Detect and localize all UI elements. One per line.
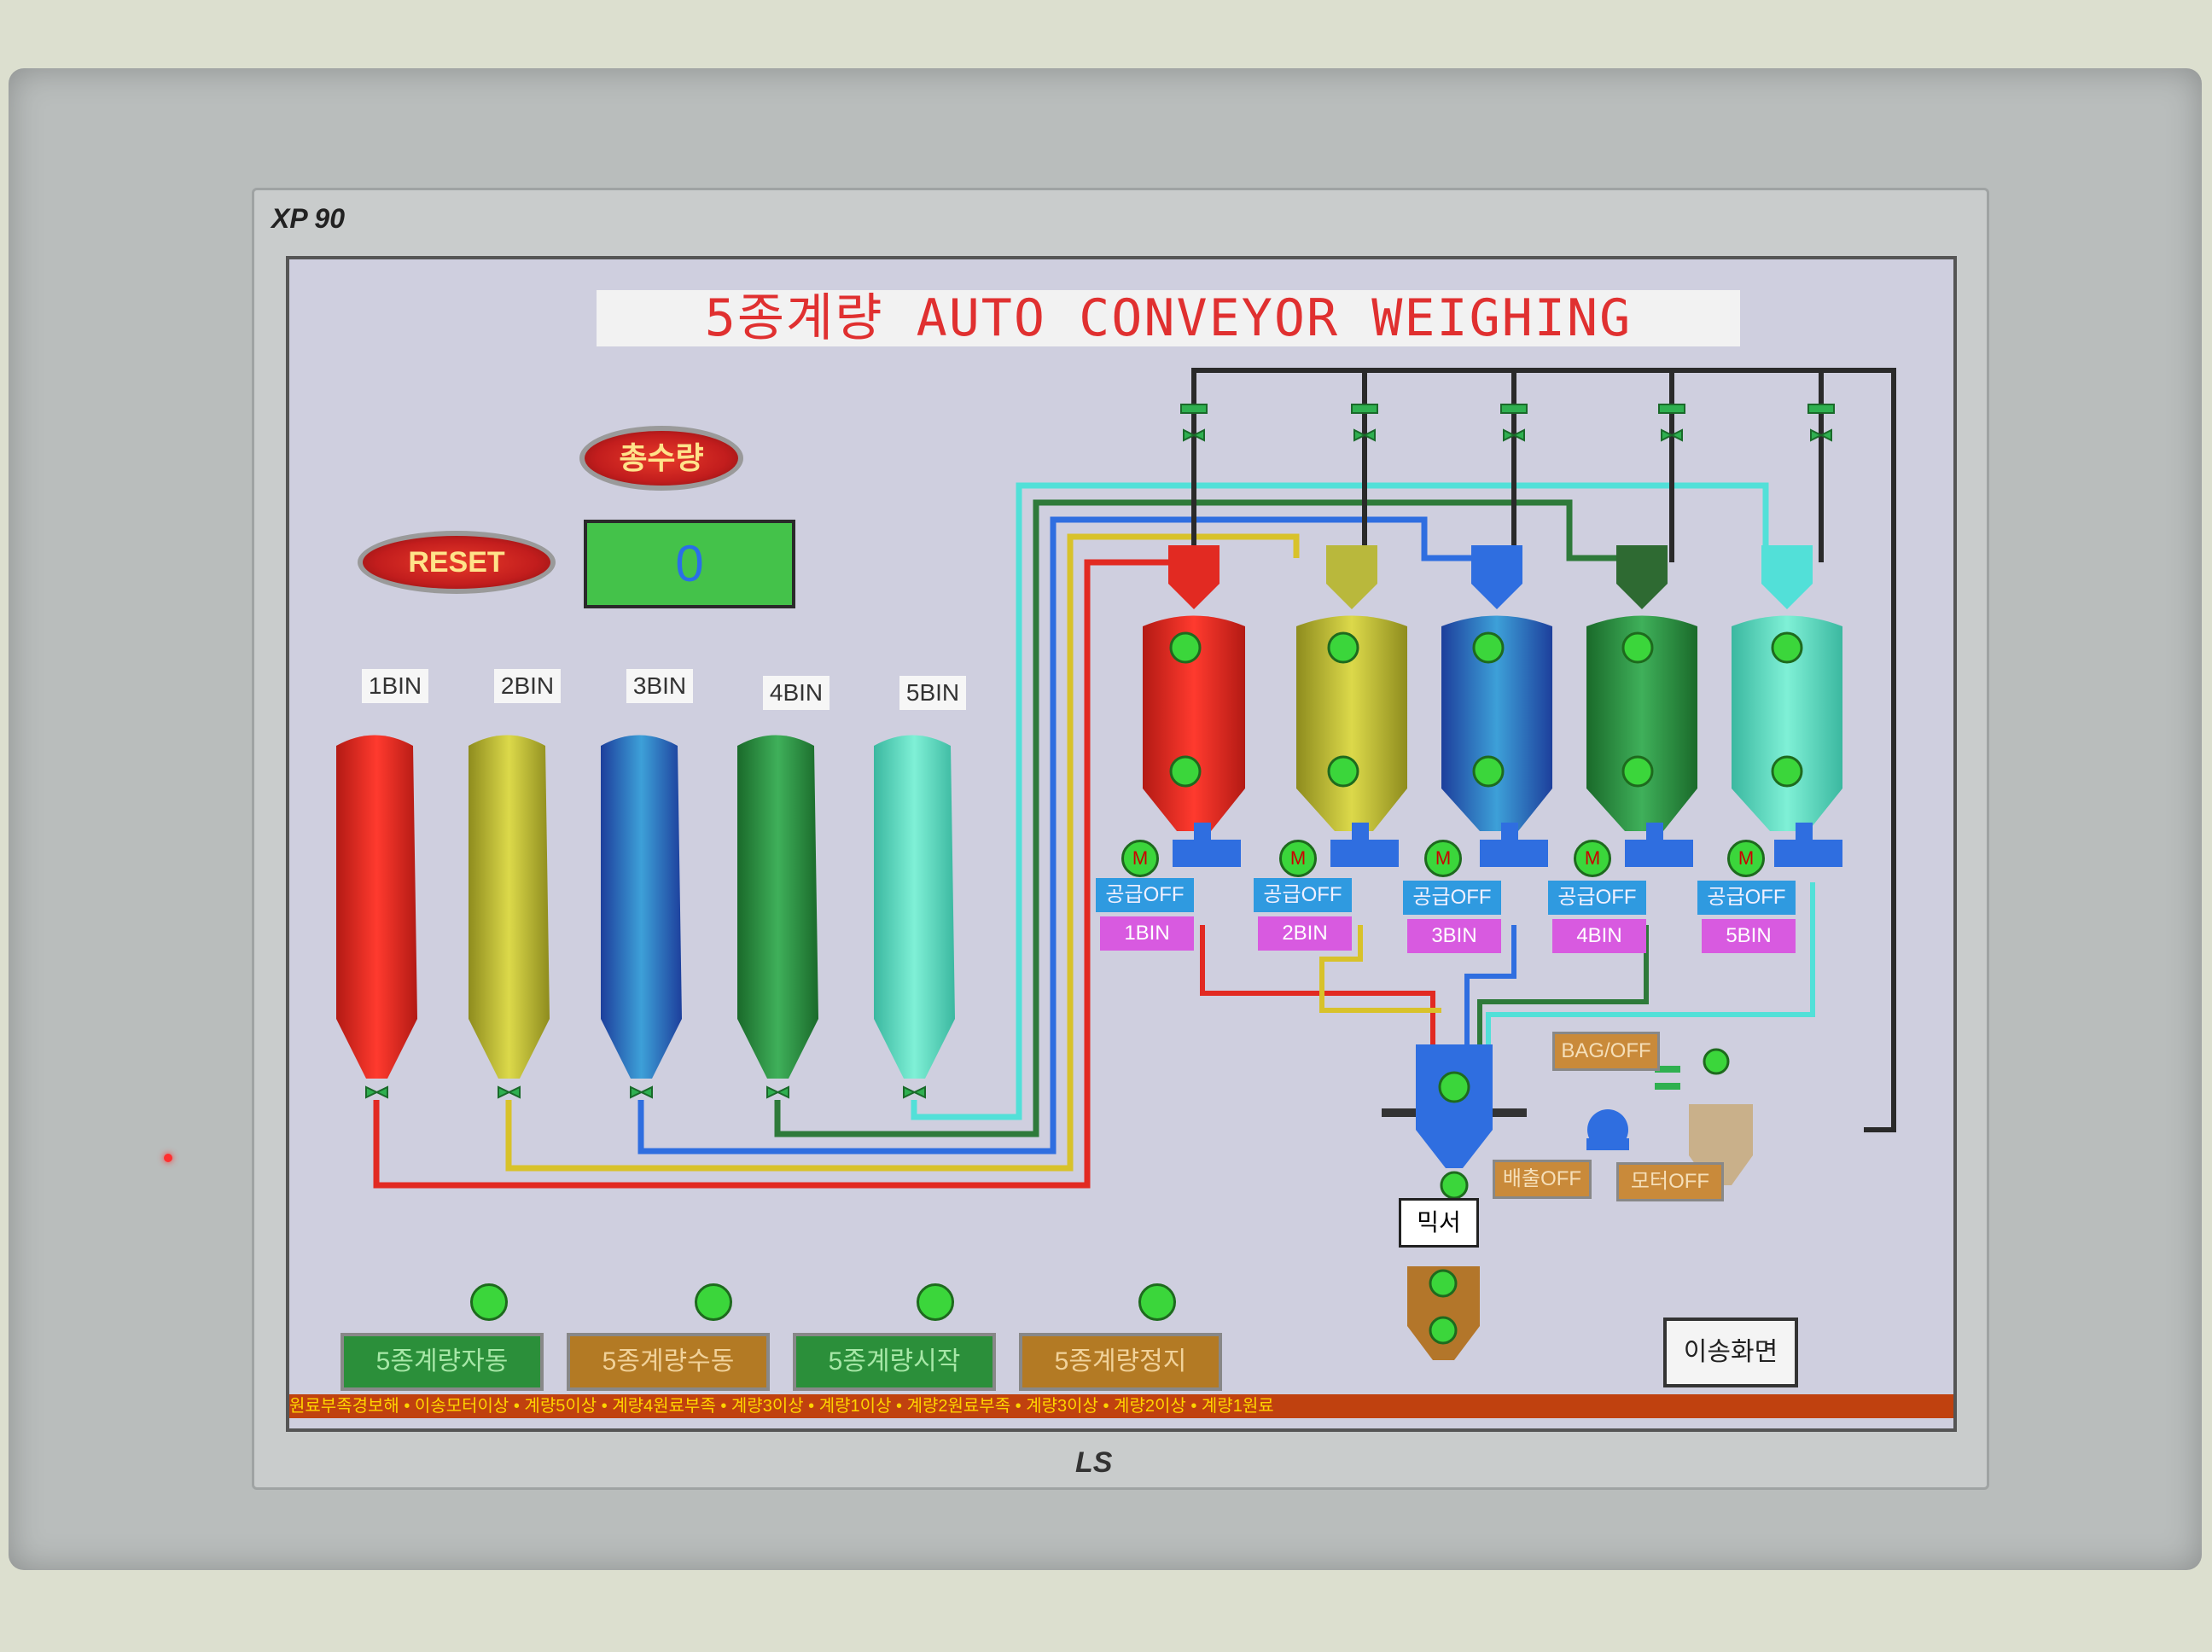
reset-button[interactable]: RESET (358, 531, 556, 594)
hopper-4 (1586, 545, 1697, 831)
motor-4-icon: M (1574, 840, 1611, 877)
supply-5-button[interactable]: 공급OFF (1697, 881, 1796, 915)
manual-status-lamp (695, 1283, 732, 1321)
motor-5-icon: M (1727, 840, 1765, 877)
bin2-label: 2BIN (494, 669, 561, 703)
hopper-5 (1732, 545, 1842, 831)
hmi-screen: 5종계량 AUTO CONVEYOR WEIGHING 총수량 RESET 0 … (286, 256, 1957, 1432)
bin5-label: 5BIN (899, 676, 966, 710)
supply-1-button[interactable]: 공급OFF (1096, 878, 1194, 912)
auto-weighing-button[interactable]: 5종계량자동 (341, 1333, 544, 1391)
supply-4-button[interactable]: 공급OFF (1548, 881, 1646, 915)
bin4-label: 4BIN (763, 676, 830, 710)
bin1-label: 1BIN (362, 669, 428, 703)
maker-logo: LS (1075, 1446, 1113, 1479)
silo-1 (336, 735, 417, 1079)
bin3-label: 3BIN (626, 669, 693, 703)
total-counter: 0 (584, 520, 795, 608)
stop-weighing-button[interactable]: 5종계량정지 (1019, 1333, 1222, 1391)
power-led (164, 1154, 172, 1162)
process-diagram (336, 368, 1896, 1360)
hopper-3 (1441, 545, 1552, 831)
start-status-lamp (917, 1283, 954, 1321)
hopper-2-bin-tag: 2BIN (1258, 916, 1352, 951)
move-screen-button[interactable]: 이송화면 (1663, 1318, 1798, 1387)
mixer-label: 믹서 (1399, 1198, 1479, 1248)
hopper-1-bin-tag: 1BIN (1100, 916, 1194, 951)
bag-off-button[interactable]: BAG/OFF (1552, 1032, 1660, 1071)
silo-2 (469, 735, 550, 1079)
silo-3 (601, 735, 682, 1079)
silo-4 (737, 735, 818, 1079)
stop-status-lamp (1138, 1283, 1176, 1321)
motor-2-icon: M (1279, 840, 1317, 877)
hopper-2 (1296, 545, 1407, 831)
supply-2-button[interactable]: 공급OFF (1254, 878, 1352, 912)
hopper-3-bin-tag: 3BIN (1407, 919, 1501, 953)
supply-3-button[interactable]: 공급OFF (1403, 881, 1501, 915)
hopper-5-bin-tag: 5BIN (1702, 919, 1796, 953)
auto-status-lamp (470, 1283, 508, 1321)
hopper-1 (1143, 545, 1245, 831)
blower-off-button[interactable]: 모터OFF (1616, 1162, 1724, 1201)
hopper-4-bin-tag: 4BIN (1552, 919, 1646, 953)
motor-3-icon: M (1424, 840, 1462, 877)
model-label: XP 90 (271, 203, 345, 234)
discharge-off-button[interactable]: 배출OFF (1493, 1160, 1592, 1199)
motor-1-icon: M (1121, 840, 1159, 877)
collection-hopper (1382, 1044, 1527, 1200)
total-quantity-button[interactable]: 총수량 (579, 426, 743, 491)
manual-weighing-button[interactable]: 5종계량수동 (567, 1333, 770, 1391)
alarm-ticker: 원료부족경보해 • 이송모터이상 • 계량5이상 • 계량4원료부족 • 계량3… (289, 1394, 1953, 1418)
mixer (1407, 1266, 1480, 1360)
start-weighing-button[interactable]: 5종계량시작 (793, 1333, 996, 1391)
blower (1586, 1109, 1629, 1150)
silo-5 (874, 735, 955, 1079)
page-title: 5종계량 AUTO CONVEYOR WEIGHING (597, 290, 1740, 346)
